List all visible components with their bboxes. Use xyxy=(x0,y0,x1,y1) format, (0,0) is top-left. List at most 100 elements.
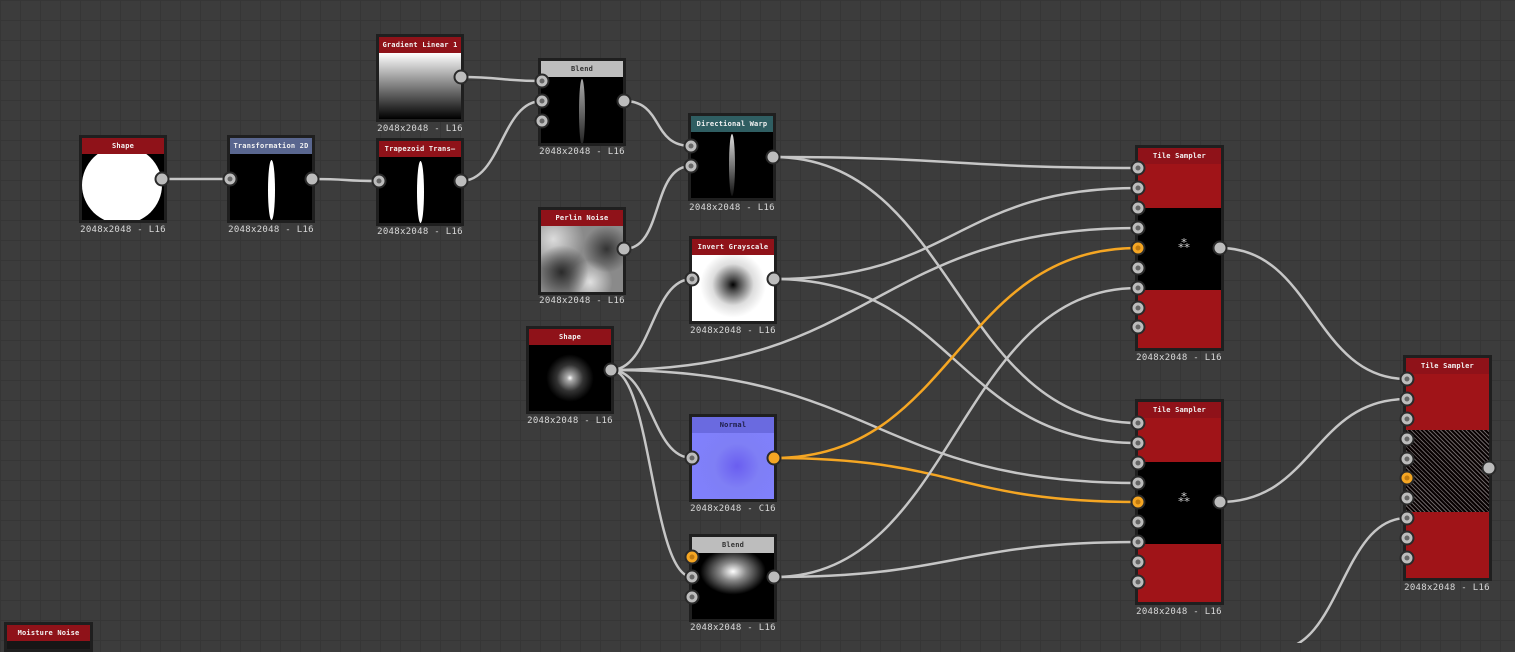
input-port[interactable] xyxy=(1131,261,1146,276)
connection-wire xyxy=(624,101,691,146)
output-port[interactable] xyxy=(155,172,170,187)
input-port[interactable] xyxy=(1400,412,1415,427)
input-port[interactable] xyxy=(1400,531,1415,546)
node-trapezoid-transform[interactable]: Trapezoid Trans— xyxy=(376,138,464,226)
input-port[interactable] xyxy=(1131,555,1146,570)
input-port[interactable] xyxy=(1131,436,1146,451)
node-tile-sampler[interactable]: Tile Sampler ⁂ xyxy=(1135,145,1224,351)
connection-wire xyxy=(774,542,1138,577)
input-port[interactable] xyxy=(1400,432,1415,447)
connection-wire xyxy=(773,157,1138,168)
input-port[interactable] xyxy=(1400,452,1415,467)
input-port[interactable] xyxy=(1131,495,1146,510)
connection-wire xyxy=(461,101,542,181)
output-port[interactable] xyxy=(1213,495,1228,510)
node-title: Blend xyxy=(692,537,774,553)
node-thumbnail xyxy=(692,433,774,499)
input-port[interactable] xyxy=(1131,241,1146,256)
node-thumbnail xyxy=(541,226,623,292)
node-thumbnail xyxy=(1406,374,1489,578)
input-port[interactable] xyxy=(1131,515,1146,530)
input-port[interactable] xyxy=(1131,301,1146,316)
input-port[interactable] xyxy=(372,174,387,189)
output-port[interactable] xyxy=(617,94,632,109)
input-port[interactable] xyxy=(1131,201,1146,216)
connection-wire xyxy=(1220,248,1407,379)
input-port[interactable] xyxy=(1400,511,1415,526)
input-port[interactable] xyxy=(1400,372,1415,387)
node-caption: 2048x2048 - L16 xyxy=(1404,583,1490,593)
output-port[interactable] xyxy=(766,150,781,165)
node-normal[interactable]: Normal xyxy=(689,414,777,502)
input-port[interactable] xyxy=(1131,221,1146,236)
node-thumbnail xyxy=(692,255,774,321)
node-thumbnail xyxy=(691,132,773,198)
node-caption: 2048x2048 - L16 xyxy=(690,623,776,633)
node-thumbnail xyxy=(82,154,164,220)
input-port[interactable] xyxy=(1131,320,1146,335)
connection-wire xyxy=(1220,399,1407,502)
node-title: Invert Grayscale xyxy=(692,239,774,255)
input-port[interactable] xyxy=(223,172,238,187)
node-thumbnail xyxy=(230,154,312,220)
output-port-color[interactable] xyxy=(767,451,782,466)
node-invert-grayscale[interactable]: Invert Grayscale xyxy=(689,236,777,324)
node-caption: 2048x2048 - L16 xyxy=(689,203,775,213)
node-thumbnail xyxy=(529,345,611,411)
output-port[interactable] xyxy=(617,242,632,257)
input-port[interactable] xyxy=(684,139,699,154)
output-port[interactable] xyxy=(1213,241,1228,256)
input-port-background[interactable] xyxy=(535,94,550,109)
input-port-mask[interactable] xyxy=(685,590,700,605)
input-port-mask[interactable] xyxy=(535,114,550,129)
node-transformation-2d[interactable]: Transformation 2D xyxy=(227,135,315,223)
node-moisture-noise[interactable]: Moisture Noise xyxy=(4,622,93,652)
connection-wire-color xyxy=(774,248,1138,458)
output-port[interactable] xyxy=(767,570,782,585)
output-port[interactable] xyxy=(305,172,320,187)
connection-wire xyxy=(312,179,379,181)
output-port[interactable] xyxy=(454,70,469,85)
input-port[interactable] xyxy=(1131,575,1146,590)
node-directional-warp[interactable]: Directional Warp xyxy=(688,113,776,201)
input-port[interactable] xyxy=(1131,456,1146,471)
output-port[interactable] xyxy=(1482,461,1497,476)
input-port[interactable] xyxy=(1400,491,1415,506)
input-port[interactable] xyxy=(1131,416,1146,431)
output-port[interactable] xyxy=(454,174,469,189)
node-title: Tile Sampler xyxy=(1138,148,1221,164)
output-port[interactable] xyxy=(604,363,619,378)
input-port[interactable] xyxy=(1131,476,1146,491)
output-port[interactable] xyxy=(767,272,782,287)
node-gradient-linear[interactable]: Gradient Linear 1 xyxy=(376,34,464,122)
node-tile-sampler[interactable]: Tile Sampler ⁂ xyxy=(1135,399,1224,605)
node-caption: 2048x2048 - L16 xyxy=(539,147,625,157)
node-blend[interactable]: Blend xyxy=(538,58,626,146)
input-port[interactable] xyxy=(1131,161,1146,176)
input-port[interactable] xyxy=(1400,551,1415,566)
node-tile-sampler[interactable]: Tile Sampler xyxy=(1403,355,1492,581)
input-port[interactable] xyxy=(1131,181,1146,196)
node-shape[interactable]: Shape xyxy=(526,326,614,414)
input-port[interactable] xyxy=(685,272,700,287)
node-title: Perlin Noise xyxy=(541,210,623,226)
node-title: Moisture Noise xyxy=(7,625,90,641)
node-caption: 2048x2048 - C16 xyxy=(690,504,776,514)
input-port-intensity[interactable] xyxy=(684,159,699,174)
connection-wire xyxy=(774,188,1138,279)
input-port-foreground[interactable] xyxy=(535,74,550,89)
input-port[interactable] xyxy=(1400,471,1415,486)
input-port[interactable] xyxy=(1400,392,1415,407)
node-blend[interactable]: Blend xyxy=(689,534,777,622)
connection-wire-color xyxy=(774,458,1138,502)
input-port[interactable] xyxy=(685,451,700,466)
node-title: Trapezoid Trans— xyxy=(379,141,461,157)
node-caption: 2048x2048 - L16 xyxy=(1136,607,1222,617)
input-port[interactable] xyxy=(1131,535,1146,550)
input-port-foreground[interactable] xyxy=(685,550,700,565)
node-thumbnail xyxy=(379,53,461,119)
input-port[interactable] xyxy=(1131,281,1146,296)
input-port-background[interactable] xyxy=(685,570,700,585)
node-perlin-noise[interactable]: Perlin Noise xyxy=(538,207,626,295)
